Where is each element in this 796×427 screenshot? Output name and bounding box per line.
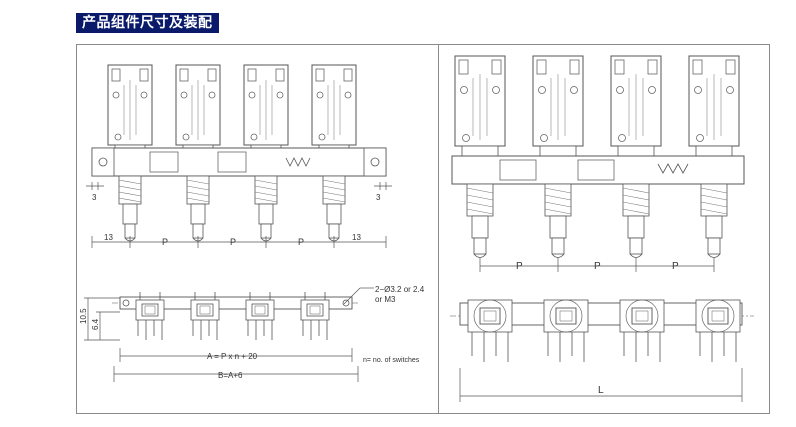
left-top-view xyxy=(112,291,360,341)
right-front-view xyxy=(451,55,745,258)
right-gap-label: 3 xyxy=(376,193,381,202)
left-front-view xyxy=(91,64,387,242)
formula-a: A = P x n + 20 xyxy=(207,352,258,361)
left-gap-label: 3 xyxy=(92,193,97,202)
right-pitch-label-2: P xyxy=(594,261,601,272)
pitch-label-1: P xyxy=(162,237,168,247)
height-outer-label: 10.5 xyxy=(79,308,88,324)
section-title: 产品组件尺寸及装配 xyxy=(76,13,219,33)
panel-divider xyxy=(438,44,439,414)
right-pitch-label-3: P xyxy=(672,261,679,272)
height-inner-label: 6.4 xyxy=(91,318,100,330)
formula-b: B=A+6 xyxy=(218,371,243,380)
hole-callout-2: or M3 xyxy=(375,295,396,304)
length-label: L xyxy=(598,385,604,396)
right-pitch-label-1: P xyxy=(516,261,523,272)
pitch-label-2: P xyxy=(230,237,236,247)
pitch-label-3: P xyxy=(298,237,304,247)
switch-count-note: n= no. of switches xyxy=(363,357,420,364)
drawing-frame xyxy=(76,44,770,414)
right-end-label: 13 xyxy=(352,233,361,242)
right-top-view xyxy=(450,299,754,363)
hole-callout-1: 2−Ø3.2 or 2.4 xyxy=(375,285,425,294)
left-end-label: 13 xyxy=(104,233,113,242)
